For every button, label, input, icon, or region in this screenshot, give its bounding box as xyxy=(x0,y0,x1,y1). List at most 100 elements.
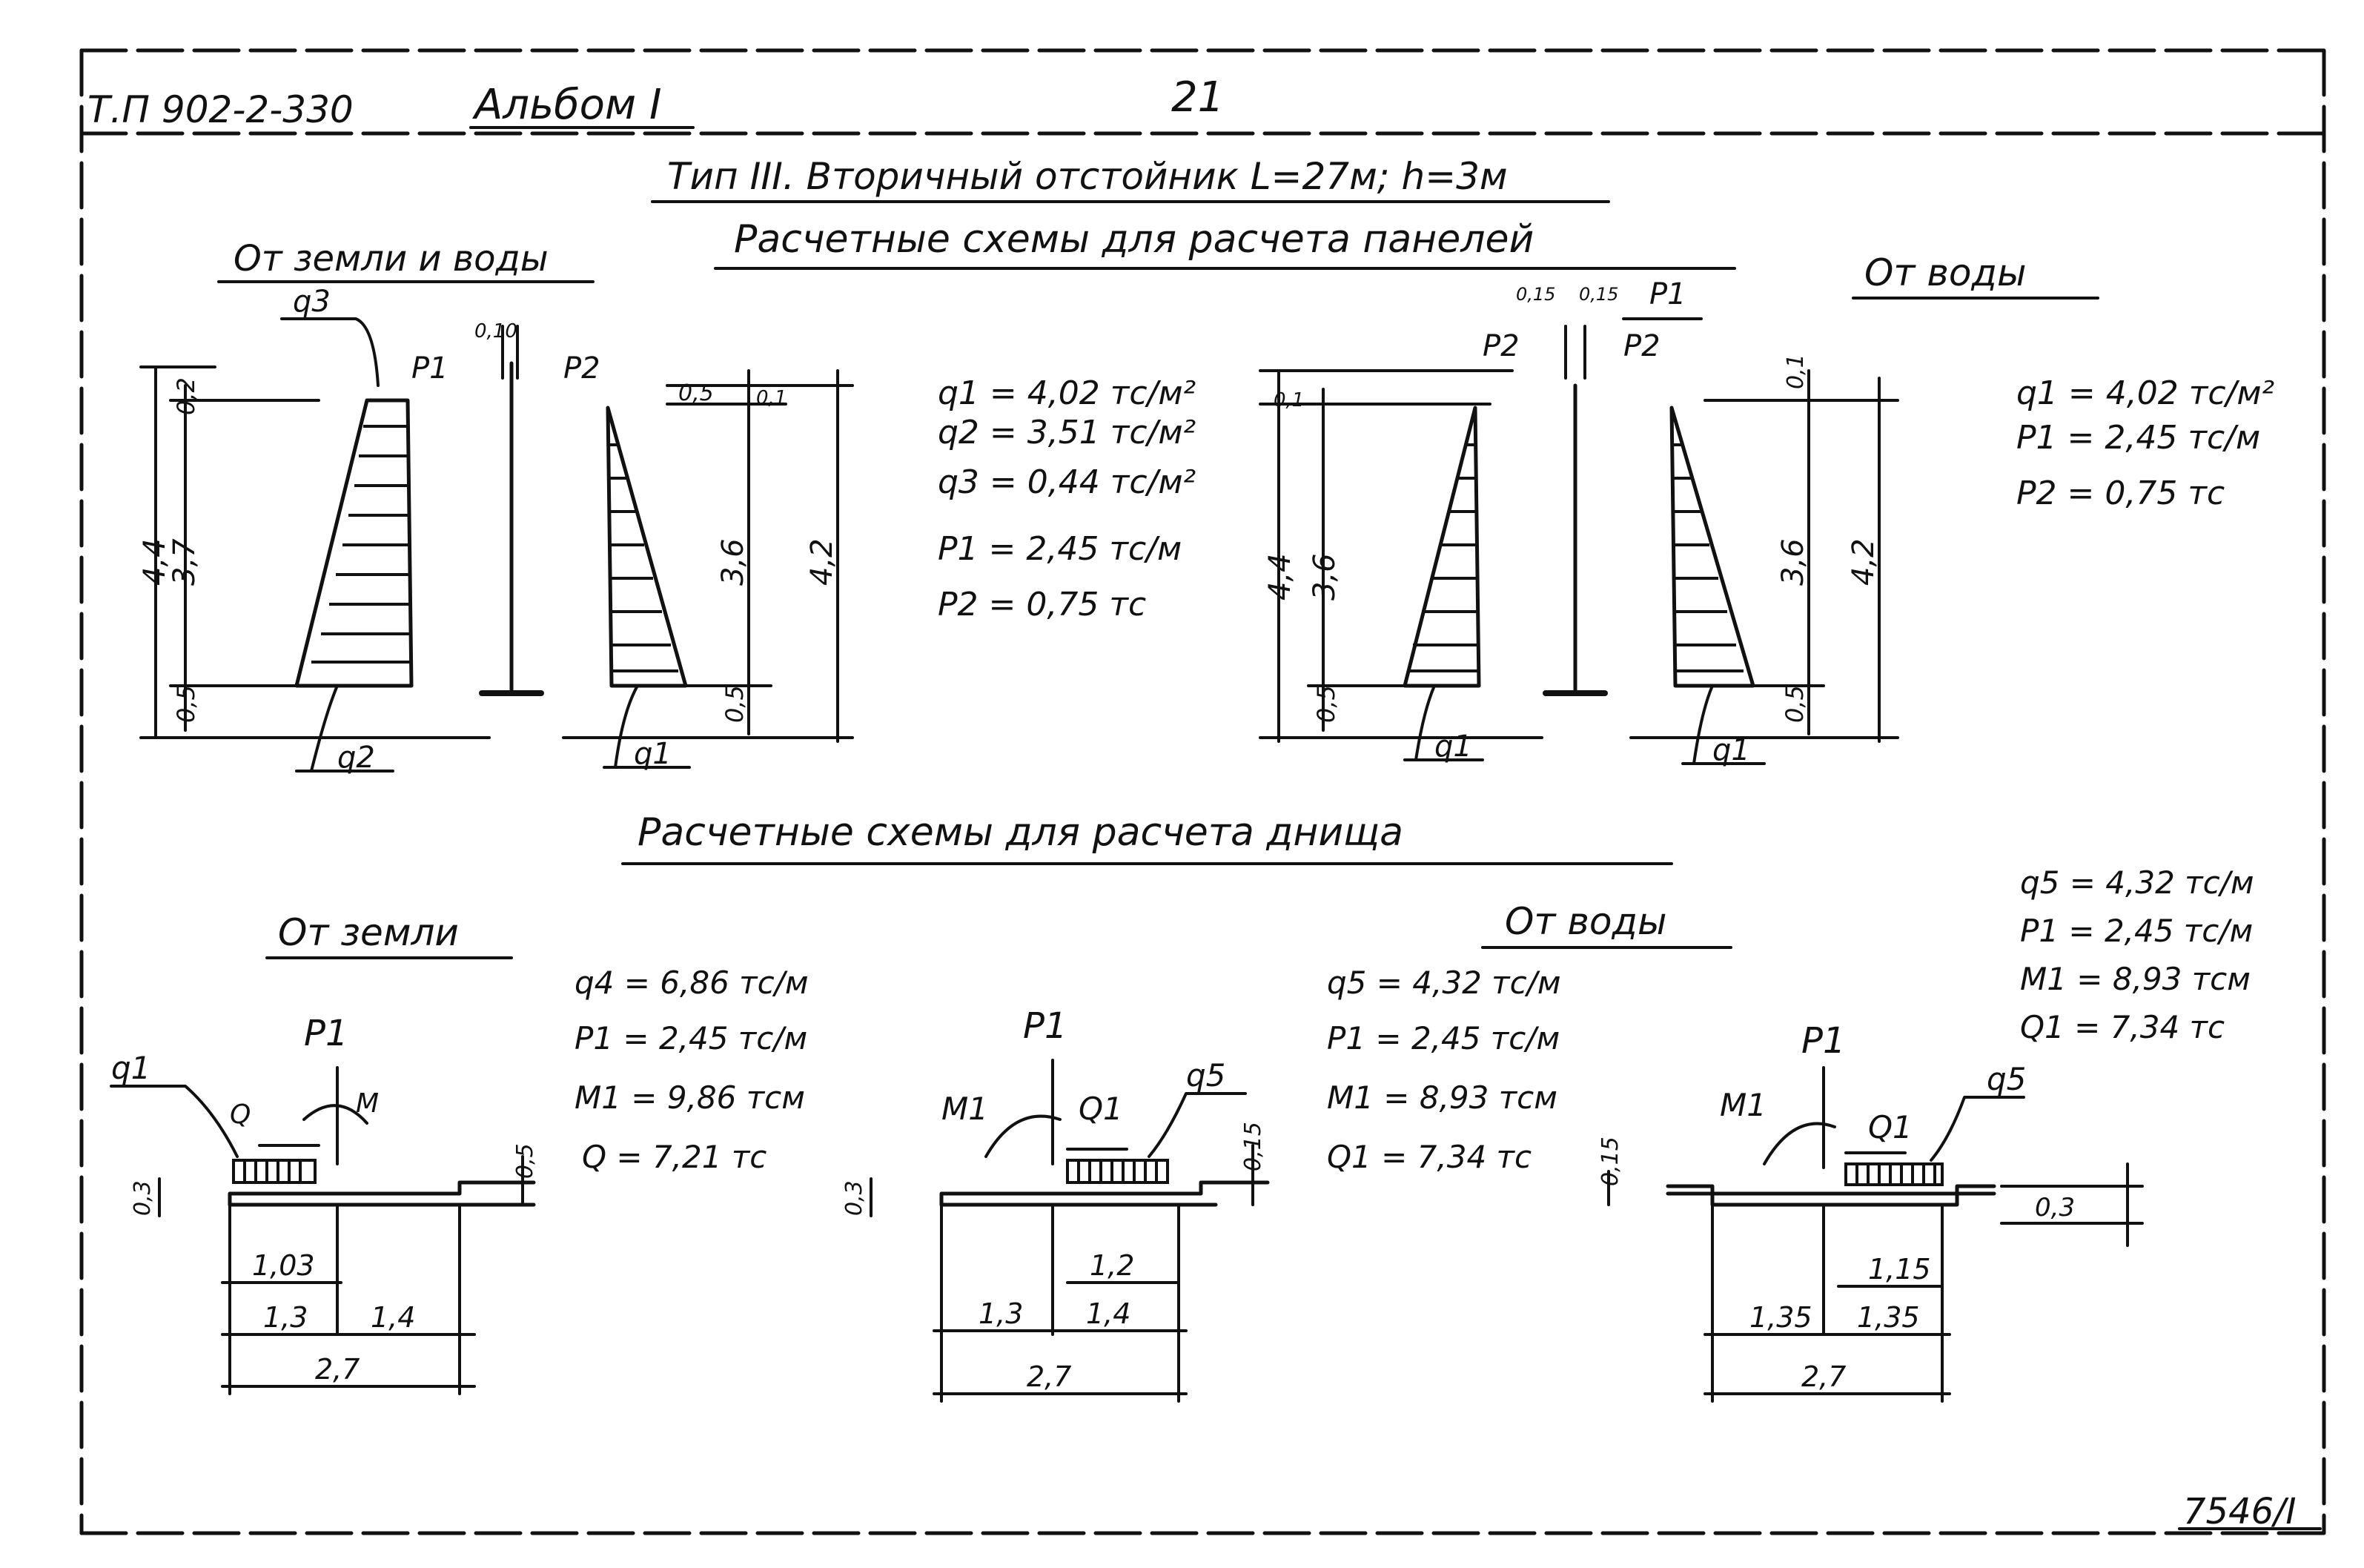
s1-label-0-3: 0,3 xyxy=(130,1180,156,1216)
s2-dim-2-7: 2,7 xyxy=(1027,1360,1071,1393)
s2-dim-1-4: 1,4 xyxy=(1086,1297,1130,1330)
dim-0-5-right-b: 0,5 xyxy=(1781,685,1809,723)
bottom-earth-values: q4 = 6,86 тс/м P1 = 2,45 тс/м M1 = 9,86 … xyxy=(575,965,809,1175)
value-p2: P2 = 0,75 тс xyxy=(938,586,1146,623)
label-p2-left: P2 xyxy=(1483,329,1520,363)
s3-label-p1: P1 xyxy=(1801,1020,1845,1062)
s1-dim-1-4: 1,4 xyxy=(371,1301,415,1334)
q1-load-block xyxy=(232,1159,317,1184)
bottom-heading: Расчетные схемы для расчета днища xyxy=(638,810,1403,855)
s1-label-q1: q1 xyxy=(111,1050,150,1086)
s3-label-0-15: 0,15 xyxy=(1597,1137,1623,1186)
panel-right-values: q1 = 4,02 тс/м² P1 = 2,45 тс/м P2 = 0,75… xyxy=(2016,374,2274,512)
bottom-scheme-earth xyxy=(110,1066,536,1395)
value-water-p1: P1 = 2,45 тс/м xyxy=(1327,1020,1560,1056)
bottom-scheme-water-right xyxy=(1607,1066,2144,1403)
value-q2: q2 = 3,51 тс/м² xyxy=(938,414,1196,451)
dim-3-6: 3,6 xyxy=(716,538,750,586)
dim-4-4: 4,4 xyxy=(138,538,172,586)
value-q4: q4 = 6,86 тс/м xyxy=(575,965,809,1001)
earth-load-diagram xyxy=(294,398,414,688)
s1-label-0-5: 0,5 xyxy=(512,1143,538,1179)
dim-0-2: 0,2 xyxy=(172,377,200,415)
dim-4-2: 4,2 xyxy=(805,538,839,586)
bottom-water-values: q5 = 4,32 тс/м P1 = 2,45 тс/м M1 = 8,93 … xyxy=(1327,965,1561,1175)
s1-dim-1-03: 1,03 xyxy=(252,1249,315,1282)
label-0-15-a: 0,15 xyxy=(1516,284,1555,305)
q5-load-block-right xyxy=(1844,1162,1944,1186)
bottom-scheme-water-labels: P1 M1 Q1 q5 0,15 0,3 1,2 1,3 1,4 2,7 xyxy=(841,1005,1266,1393)
page-number: 21 xyxy=(1171,73,1224,122)
s1-label-m: M xyxy=(356,1088,379,1119)
s3-label-q5: q5 xyxy=(1987,1061,2026,1097)
panels-heading: Расчетные схемы для расчета панелей xyxy=(734,217,1534,262)
drawing-code: Т.П 902-2-330 xyxy=(87,88,354,131)
label-q2: q2 xyxy=(337,741,375,775)
s2-label-0-3: 0,3 xyxy=(841,1180,867,1216)
value-q-earth: Q = 7,21 тс xyxy=(582,1139,767,1175)
label-0-10: 0,10 xyxy=(474,320,517,343)
dim-0-1-right: 0,1 xyxy=(1783,354,1809,389)
s1-label-p1: P1 xyxy=(304,1013,348,1054)
panel-scheme-earth-water-labels: q3 P1 0,10 P2 q2 q1 0,2 3,7 4,4 0,5 0,5 … xyxy=(138,285,839,775)
sheet-number: 7546/I xyxy=(2183,1491,2296,1532)
dim-3-7: 3,7 xyxy=(168,538,202,586)
s2-label-p1: P1 xyxy=(1023,1005,1067,1047)
s2-dim-1-3: 1,3 xyxy=(979,1297,1023,1330)
bottom-water-heading: От воды xyxy=(1505,900,1666,943)
water-load-diagram-left xyxy=(1403,406,1481,688)
label-p2: P2 xyxy=(563,351,600,386)
s2-dim-1-2: 1,2 xyxy=(1090,1249,1134,1282)
label-q1-left: q1 xyxy=(1434,730,1472,764)
s1-label-q: Q xyxy=(230,1099,251,1130)
label-p2-right: P2 xyxy=(1623,329,1661,363)
panel-scheme-water xyxy=(1259,317,1899,765)
s2-label-q1: Q1 xyxy=(1079,1091,1123,1127)
value-right-q1: Q1 = 7,34 тс xyxy=(2020,1009,2225,1045)
value-q5: q5 = 4,32 тс/м xyxy=(1327,965,1561,1001)
value-m1-earth: M1 = 9,86 тсм xyxy=(575,1079,805,1116)
dim-3-6-right-b: 3,6 xyxy=(1776,538,1810,586)
dim-0-1-top: 0,1 xyxy=(756,387,787,409)
panels-right-heading: От воды xyxy=(1864,251,2026,294)
value-right-q5: q5 = 4,32 тс/м xyxy=(2020,864,2254,901)
s3-label-q1: Q1 xyxy=(1868,1109,1913,1145)
s3-dim-2-7: 2,7 xyxy=(1801,1360,1846,1393)
value-m1-water: M1 = 8,93 тсм xyxy=(1327,1079,1557,1116)
dim-4-4-right: 4,4 xyxy=(1263,553,1297,601)
label-q1: q1 xyxy=(634,737,672,771)
bottom-scheme-water xyxy=(870,1059,1270,1403)
panels-left-heading: От земли и воды xyxy=(234,238,549,279)
q5-load-block xyxy=(1066,1159,1169,1184)
s2-label-m1: M1 xyxy=(941,1091,988,1127)
value-q1-water: Q1 = 7,34 тс xyxy=(1327,1139,1532,1175)
bottom-water-values-right: q5 = 4,32 тс/м P1 = 2,45 тс/м M1 = 8,93 … xyxy=(2020,864,2254,1045)
label-q1-right: q1 xyxy=(1712,733,1750,767)
dim-3-6-right-a: 3,6 xyxy=(1308,553,1342,601)
value-q1: q1 = 4,02 тс/м² xyxy=(938,374,1196,412)
dim-0-1-left: 0,1 xyxy=(1274,389,1304,411)
s3-dim-1-15: 1,15 xyxy=(1868,1253,1931,1286)
value-right-m1: M1 = 8,93 тсм xyxy=(2020,961,2251,997)
s2-label-q5: q5 xyxy=(1186,1057,1225,1094)
value-p1: P1 = 2,45 тс/м xyxy=(938,530,1182,568)
s3-dim-1-35-b: 1,35 xyxy=(1857,1301,1920,1334)
dim-0-5-right-a: 0,5 xyxy=(1312,685,1340,723)
bottom-scheme-earth-labels: P1 q1 Q M 0,5 0,3 1,03 1,3 1,4 2,7 xyxy=(111,1013,538,1386)
bottom-earth-heading: От земли xyxy=(278,911,459,954)
dim-0-3-top: 0,5 xyxy=(678,380,714,406)
panel-left-values: q1 = 4,02 тс/м² q2 = 3,51 тс/м² q3 = 0,4… xyxy=(938,374,1196,623)
value-right-p2: P2 = 0,75 тс xyxy=(2016,474,2225,512)
value-q3: q3 = 0,44 тс/м² xyxy=(938,463,1196,501)
s3-label-m1: M1 xyxy=(1720,1087,1767,1123)
dim-0-5-right: 0,5 xyxy=(721,685,749,723)
s3-label-0-3: 0,3 xyxy=(2035,1193,2075,1223)
value-right-p1b: P1 = 2,45 тс/м xyxy=(2020,913,2253,949)
value-right-q1: q1 = 4,02 тс/м² xyxy=(2016,374,2274,412)
s1-dim-1-3: 1,3 xyxy=(263,1301,308,1334)
main-title: Тип III. Вторичный отстойник L=27м; h=3м xyxy=(667,155,1508,198)
album-label: Альбом I xyxy=(472,81,661,129)
s2-label-0-15: 0,15 xyxy=(1240,1122,1266,1171)
water-load-diagram xyxy=(606,406,688,688)
